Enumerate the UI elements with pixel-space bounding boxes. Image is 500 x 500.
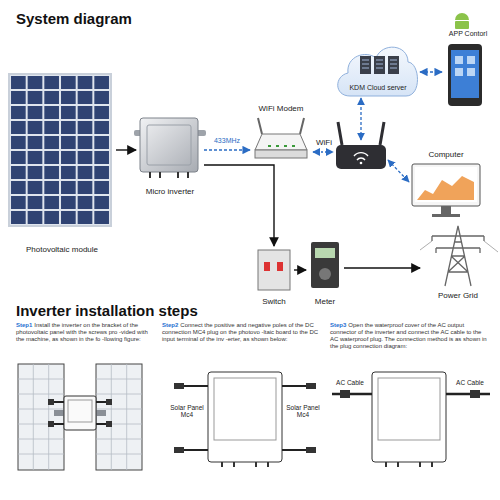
- meter-dial: [319, 268, 331, 280]
- cloud-shape: [338, 47, 418, 96]
- meter: Meter: [306, 238, 344, 306]
- part-label: AC Cable: [450, 379, 490, 386]
- mc4-plug: [48, 399, 112, 427]
- ac-plug: [340, 390, 480, 398]
- android-icon: [455, 13, 469, 20]
- node-label: Switch: [262, 297, 286, 306]
- step-text: Open the waterproof cover of the AC outp…: [330, 322, 487, 349]
- connector-arrow: [294, 269, 306, 270]
- connector-arrow: [420, 71, 442, 72]
- computer-link: [388, 160, 409, 182]
- step-number: Step1: [16, 322, 32, 328]
- modem-body: [255, 134, 307, 150]
- connector-arrow: [344, 267, 420, 268]
- connector-arrow: [204, 165, 274, 246]
- inverter-body: [140, 118, 198, 172]
- dc-cable: [54, 402, 106, 424]
- cloud-link: [360, 98, 361, 140]
- mc4-plug: [174, 383, 316, 453]
- solar-panel: [10, 75, 110, 225]
- link-label: WiFi: [310, 138, 338, 147]
- connector-arrow: [204, 149, 250, 150]
- meter-body: [311, 242, 339, 288]
- node-label: WiFi Modem: [259, 104, 304, 113]
- server-slots: [362, 60, 397, 68]
- inverter-cables: [150, 172, 188, 178]
- part-label: AC Cable: [330, 379, 370, 386]
- node-label: Power Grid: [438, 291, 478, 300]
- node-label: APP Contorl: [449, 30, 487, 38]
- part-label: Solar Panel Mc4: [284, 404, 322, 419]
- cloud-server: KDM Cloud server: [336, 40, 420, 92]
- edge-label: 433MHz: [197, 137, 257, 144]
- inverter-cover: [214, 378, 276, 440]
- step-text: Install the inverter on the bracket of t…: [16, 322, 148, 342]
- dc-cable: [184, 386, 306, 450]
- modem-leds: [268, 145, 295, 147]
- inverter-pins: [222, 462, 268, 467]
- wifi-symbol: [354, 153, 368, 160]
- inverter-pins: [386, 462, 432, 467]
- screen-chart: [417, 176, 474, 200]
- panel-grid: [18, 364, 142, 470]
- wifi-symbol: [360, 162, 363, 165]
- diagram-title: System diagram: [16, 10, 132, 27]
- app-icons: [455, 56, 475, 76]
- switch-box: [258, 250, 290, 290]
- monitor-screen: [415, 167, 477, 202]
- step-text: Connect the positive and negative poles …: [162, 322, 318, 342]
- computer: Computer: [405, 150, 487, 220]
- monitor-stand: [432, 206, 460, 217]
- connector-arrow: [116, 149, 136, 150]
- switch: Switch: [254, 246, 294, 306]
- modem-base: [255, 150, 307, 158]
- photovoltaic-module: Photovoltaic module: [8, 72, 116, 254]
- micro-inverter: Micro inverter: [136, 112, 204, 196]
- ac-cable: [332, 393, 490, 396]
- power-tower: [432, 226, 484, 286]
- node-label: Micro inverter: [146, 187, 194, 196]
- step-block: Step2Connect the positive and negative p…: [162, 322, 322, 343]
- node-label: Meter: [315, 297, 335, 306]
- inverter-cover: [147, 125, 191, 165]
- panel-frame: [8, 73, 112, 227]
- power-grid: Power Grid: [420, 222, 496, 300]
- node-label: Computer: [428, 150, 463, 159]
- part-label: Solar Panel Mc4: [168, 404, 206, 419]
- power-wire: [420, 241, 498, 252]
- wifi-link: [313, 151, 333, 152]
- phone-body: [448, 44, 482, 106]
- inverter-cover: [378, 378, 440, 440]
- android-icon: [455, 21, 469, 29]
- monitor: [412, 164, 480, 206]
- server-rack: [360, 56, 399, 74]
- wifi-modem: WiFi Modem: [250, 104, 312, 162]
- app-control: APP Contorl: [442, 30, 494, 118]
- node-label: KDM Cloud server: [349, 84, 406, 92]
- step-number: Step2: [162, 322, 178, 328]
- step-number: Step3: [330, 322, 346, 328]
- phone-screen: [451, 50, 479, 98]
- inverter-outline: [372, 372, 446, 462]
- inverter-cover: [68, 400, 92, 422]
- meter-display: [315, 248, 335, 258]
- modem-antenna: [258, 118, 304, 134]
- step-block: Step1Install the inverter on the bracket…: [16, 322, 156, 343]
- router-body: [336, 145, 386, 169]
- inverter-outline: [208, 372, 282, 462]
- inverter-outline: [64, 396, 96, 430]
- node-label: Photovoltaic module: [26, 245, 98, 254]
- step-block: Step3Open the waterproof cover of the AC…: [330, 322, 490, 350]
- breaker-toggle: [264, 262, 283, 271]
- section-heading: Inverter installation steps: [16, 302, 336, 319]
